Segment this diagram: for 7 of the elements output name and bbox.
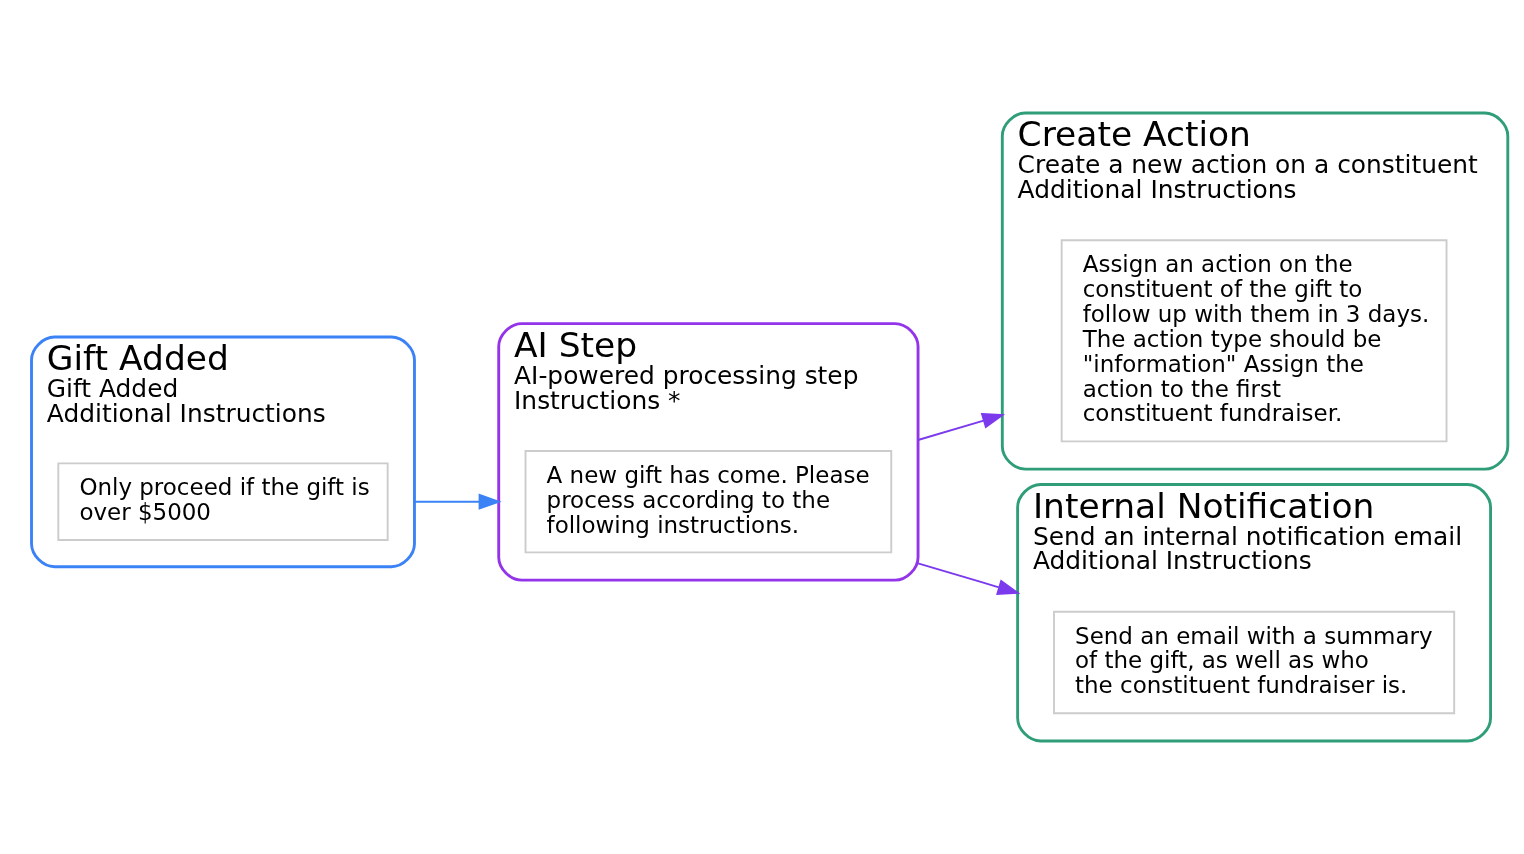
node-box: Assign an action on the constituent of the gift to follow up with them in 3 days. The action type should be "information" Assign the action to the first constituent fundraiser. [1060,239,1448,443]
node-box: A new gift has come. Please process according to the following instructions. [524,449,893,554]
arrow [917,413,1006,441]
node-box: Send an email with a summary of the gift, as well as who the constituent fundraiser is. [1053,610,1456,715]
arrow [917,562,1021,595]
arrow [413,493,502,510]
node-box: Only proceed if the gift is over $5000 [57,462,389,541]
